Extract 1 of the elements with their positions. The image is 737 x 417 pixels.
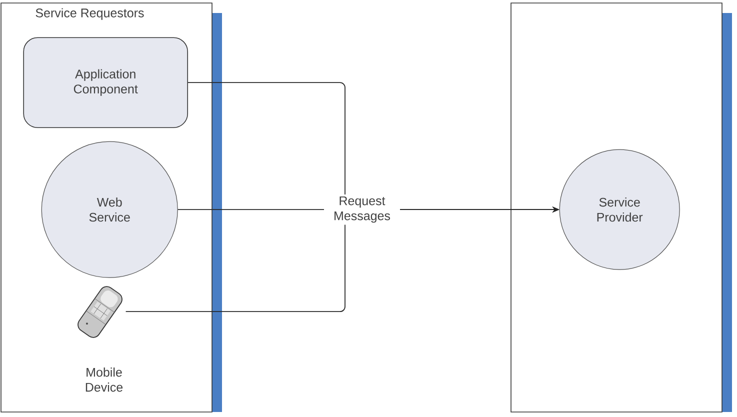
edge-label: Request Messages xyxy=(324,194,400,225)
